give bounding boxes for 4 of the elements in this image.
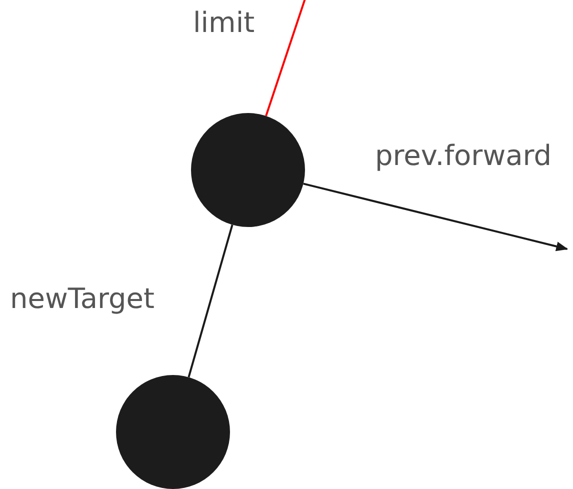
line (265, 0, 307, 116)
arrow (303, 182, 568, 252)
edge-label: prev.forward (375, 141, 552, 172)
line (188, 224, 234, 378)
